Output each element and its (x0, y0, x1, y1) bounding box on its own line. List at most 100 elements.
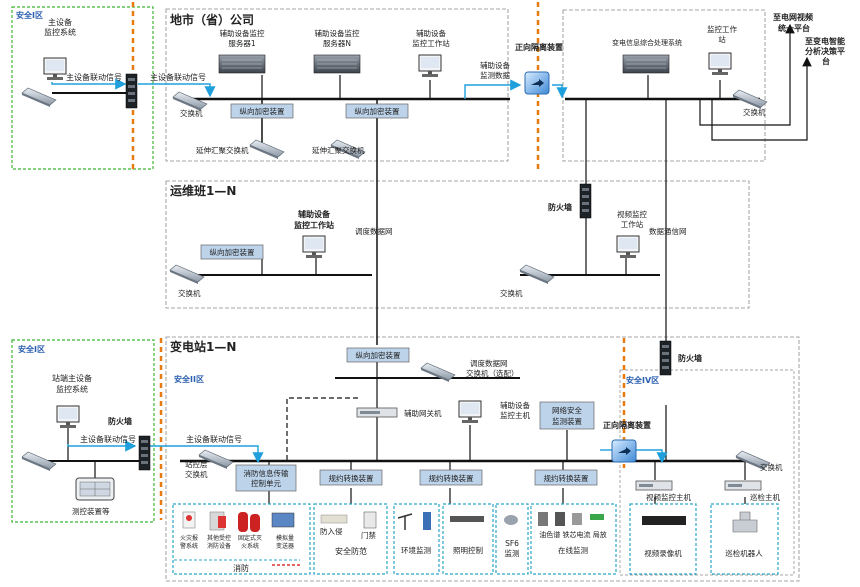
video-workstation-icon (616, 235, 640, 259)
city-workstation-icon (418, 54, 442, 78)
aux-gateway-icon (356, 407, 398, 418)
monitor-data-label-l1: 辅助设备 (480, 60, 510, 70)
video-recorder-group (629, 503, 697, 575)
converter-label-1: 规约转换装置 (329, 473, 374, 483)
aux-host-pc-icon (458, 400, 482, 424)
aux-host-label-l2: 监控主机 (500, 410, 530, 420)
patrol-host-label: 巡检主机 (750, 492, 780, 502)
fixed-extinguisher-icon (238, 512, 248, 532)
city-encrypt-box-2 (345, 103, 409, 119)
video-host-icon (635, 480, 673, 491)
sf6-sensor-icon (504, 515, 518, 525)
video-platform-label-l1: 至电网视频 (773, 12, 813, 22)
main-device-monitor-pc-icon (43, 57, 67, 81)
fire-unit-box (235, 464, 297, 492)
sf6-group (495, 503, 529, 575)
converter-box-2 (419, 469, 483, 486)
patrol-host-icon (724, 480, 762, 491)
servern-label-l2: 服务器N (323, 38, 351, 48)
aux-gateway-label: 辅助网关机 (404, 408, 442, 418)
decision-platform-label-l2: 分析决策平 (805, 46, 845, 56)
station-switch-label-l2: 交换机 (185, 469, 208, 479)
processing-system-label: 变电信息综合处理系统 (612, 38, 682, 47)
safety-zone-i-label-bottom: 安全I区 (18, 344, 45, 354)
city-encrypt-label-1: 纵向加密装置 (240, 106, 285, 116)
decision-platform-label-l3: 台 (822, 56, 830, 66)
right-switch-label: 交换机 (743, 107, 766, 117)
city-encrypt-label-2: 纵向加密装置 (355, 106, 400, 116)
fire-group-label: 消防 (233, 563, 249, 573)
ops-firewall-label: 防火墙 (548, 202, 572, 212)
security-group-label: 安全防范 (335, 546, 367, 556)
dispatch-switch-label-l2: 交换机（选配） (466, 368, 519, 378)
bottom-firewall-label: 防火墙 (108, 416, 132, 426)
station-system-label-l2: 监控系统 (56, 384, 88, 394)
ext-switch-label-2: 延伸汇聚交换机 (312, 145, 365, 155)
fire-item3-l2: 火系统 (241, 542, 259, 550)
station-switch-label-l1: 站控层 (185, 459, 208, 469)
ops-switch-left-icon (169, 264, 205, 285)
dispatch-network-label: 调度数据网 (355, 226, 393, 236)
converter-label-3: 规约转换装置 (544, 473, 589, 483)
ops-team-frame (165, 180, 750, 309)
env-group (393, 503, 440, 575)
zone-iv-label: 安全IV区 (626, 375, 659, 385)
dispatch-switch-icon (420, 362, 456, 383)
fire-item2-l2: 消防设备 (207, 542, 231, 550)
isolation-label-bottom: 正向隔离装置 (603, 420, 651, 430)
servern-label-l1: 辅助设备监控 (315, 28, 360, 38)
ext-switch-1-icon (249, 139, 285, 160)
data-comm-network-label: 数据通信网 (649, 226, 687, 236)
fire-unit-label-l2: 控制单元 (251, 478, 281, 488)
ext-switch-label-1: 延伸汇聚交换机 (196, 145, 249, 155)
safety-zone-i-label-top: 安全I区 (16, 10, 43, 20)
top-left-switch-icon (21, 87, 57, 108)
video-ws-label-l2: 工作站 (621, 219, 644, 229)
fire-group (172, 503, 311, 575)
right-workstation-icon (708, 52, 732, 76)
right-ws-label-l2: 站 (718, 34, 726, 44)
dispatch-switch-label-l1: 调度数据网 (470, 358, 508, 368)
light-group (442, 503, 494, 575)
net-security-label-l1: 网络安全 (552, 405, 582, 415)
converter-box-1 (319, 469, 383, 486)
video-recorder-icon (642, 516, 686, 525)
fire-item4-l2: 变送器 (276, 542, 294, 550)
video-platform-label-l2: 统一平台 (778, 23, 810, 33)
robot-label: 巡检机器人 (725, 548, 763, 558)
ops-workstation-icon (302, 235, 326, 259)
intrusion-sensor-icon (320, 514, 348, 524)
ops-switch-left-label: 交换机 (178, 288, 201, 298)
security-group (313, 503, 388, 575)
substation-frame (165, 336, 800, 582)
safety-zone-i-bottom (11, 339, 155, 523)
sub-switch-right-label: 交换机 (760, 462, 783, 472)
sf6-group-label-l2: 监测 (505, 548, 520, 558)
safety-zone-iv-frame (619, 369, 795, 576)
oil-chromatography-icon (538, 512, 548, 526)
analog-transmitter-icon (271, 512, 295, 528)
video-ws-label-l1: 视频监控 (617, 209, 647, 219)
online-group (530, 503, 617, 575)
video-recorder-label: 视频录像机 (644, 548, 682, 558)
fire-item4-l1: 模拟量 (276, 534, 294, 542)
substation-firewall-icon (659, 340, 672, 376)
measure-control-device-icon (75, 477, 115, 501)
bottom-link-label: 主设备联动信号 (80, 434, 136, 444)
ops-switch-right-label: 交换机 (500, 288, 523, 298)
sub-firewall-label: 防火墙 (678, 353, 702, 363)
city-switch-label: 交换机 (180, 108, 203, 118)
ops-encrypt-box (200, 244, 264, 260)
substation-title: 变电站1—N (170, 339, 236, 354)
city-encrypt-box-1 (230, 103, 294, 119)
fire-item2-l1: 其他受控 (207, 534, 231, 542)
server1-label-l1: 辅助设备监控 (220, 28, 265, 38)
isolation-label-top: 正向隔离装置 (515, 42, 563, 52)
fire-item1-l1: 火灾报 (180, 534, 198, 542)
aux-server-1-icon (218, 54, 266, 74)
sub-link-label: 主设备联动信号 (186, 434, 242, 444)
robot-group (710, 503, 779, 575)
sf6-group-label-l1: SF6 (505, 539, 519, 548)
env-group-label: 环境监测 (401, 545, 431, 555)
online-sub-label: 油色谱 铁芯电流 局放 (539, 530, 606, 539)
